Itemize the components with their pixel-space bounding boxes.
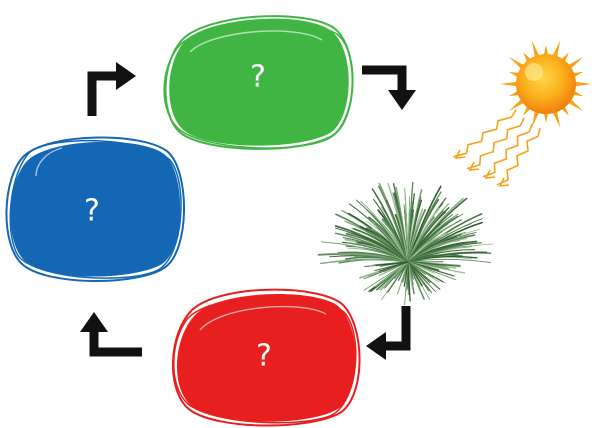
left-node: ? <box>6 137 184 281</box>
arrow-plant-to-bottom <box>366 306 406 360</box>
bottom-node: ? <box>173 290 360 426</box>
left-node-label: ? <box>84 194 100 229</box>
sun-glare <box>525 63 543 81</box>
arrow-left-to-top <box>92 62 136 116</box>
arrow-bottom-to-left <box>80 312 142 352</box>
sun-disc <box>516 54 576 114</box>
sun-ray <box>574 82 592 87</box>
sunlight-beams <box>453 110 540 186</box>
arrow-top-to-plant <box>362 70 416 110</box>
bottom-node-label: ? <box>256 339 272 374</box>
grass-plant-icon <box>319 183 493 305</box>
top-node: ? <box>164 16 353 149</box>
top-node-label: ? <box>250 60 266 95</box>
sun-ray <box>500 82 518 87</box>
